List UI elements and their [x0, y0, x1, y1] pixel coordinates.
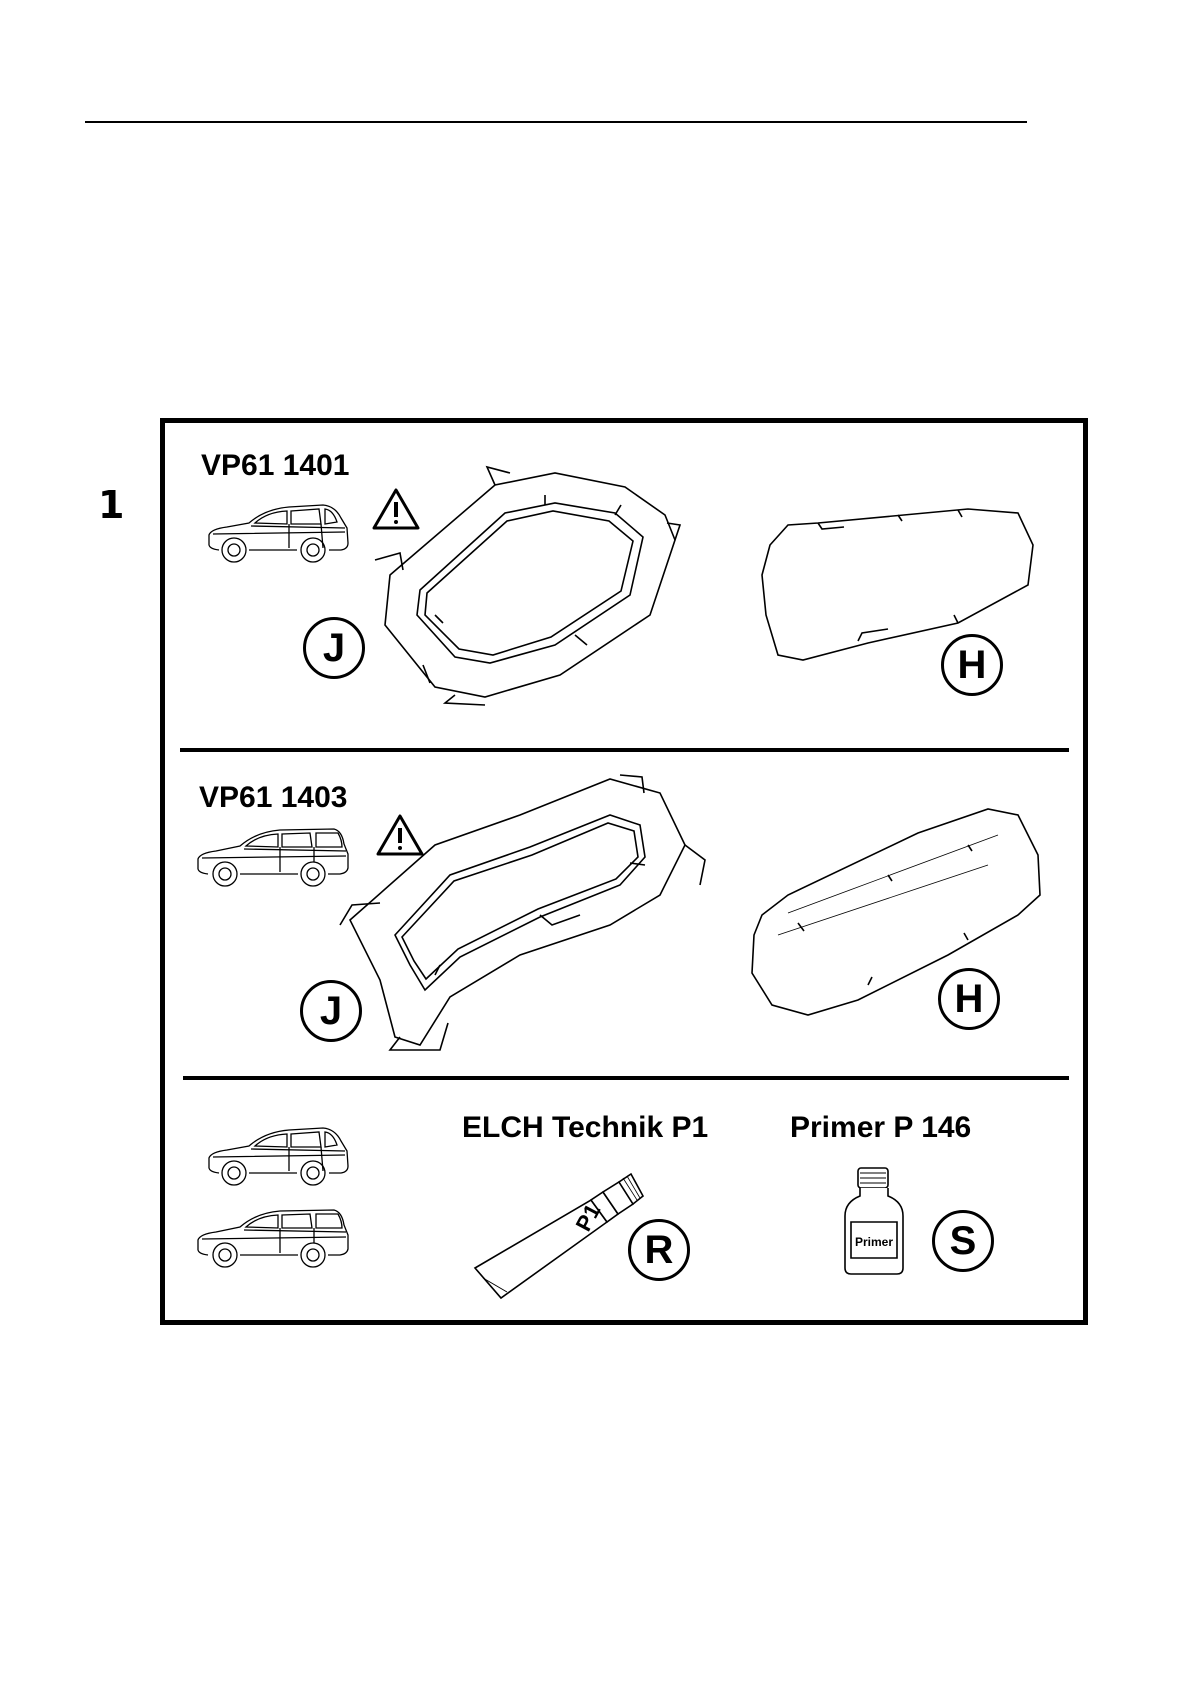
section-divider — [183, 1076, 1069, 1080]
bottle-label: Primer — [855, 1235, 893, 1249]
seal-frame-drawing — [340, 775, 715, 1050]
seal-frame-drawing — [375, 465, 695, 705]
model-number: VP61 1401 — [201, 451, 349, 481]
part-label-r: R — [628, 1219, 690, 1281]
model-number: VP61 1403 — [199, 783, 347, 813]
bottle-icon: Primer — [843, 1166, 905, 1276]
part-label-j: J — [300, 980, 362, 1042]
part-label-h: H — [941, 634, 1003, 696]
section-divider — [180, 748, 1069, 752]
step-number: 1 — [98, 486, 124, 524]
part-label-j: J — [303, 617, 365, 679]
header-rule — [85, 121, 1027, 123]
product-name-primer: Primer P 146 — [790, 1113, 971, 1143]
cover-drawing — [748, 805, 1043, 1018]
part-label-h: H — [938, 968, 1000, 1030]
part-label-s: S — [932, 1210, 994, 1272]
hatchback-car-icon — [205, 1121, 353, 1191]
tube-icon: P1 — [473, 1160, 648, 1300]
product-name-elch: ELCH Technik P1 — [462, 1113, 708, 1143]
cover-drawing — [758, 505, 1040, 660]
hatchback-car-icon — [205, 498, 353, 568]
estate-car-icon — [194, 822, 352, 892]
estate-car-icon — [194, 1203, 352, 1273]
